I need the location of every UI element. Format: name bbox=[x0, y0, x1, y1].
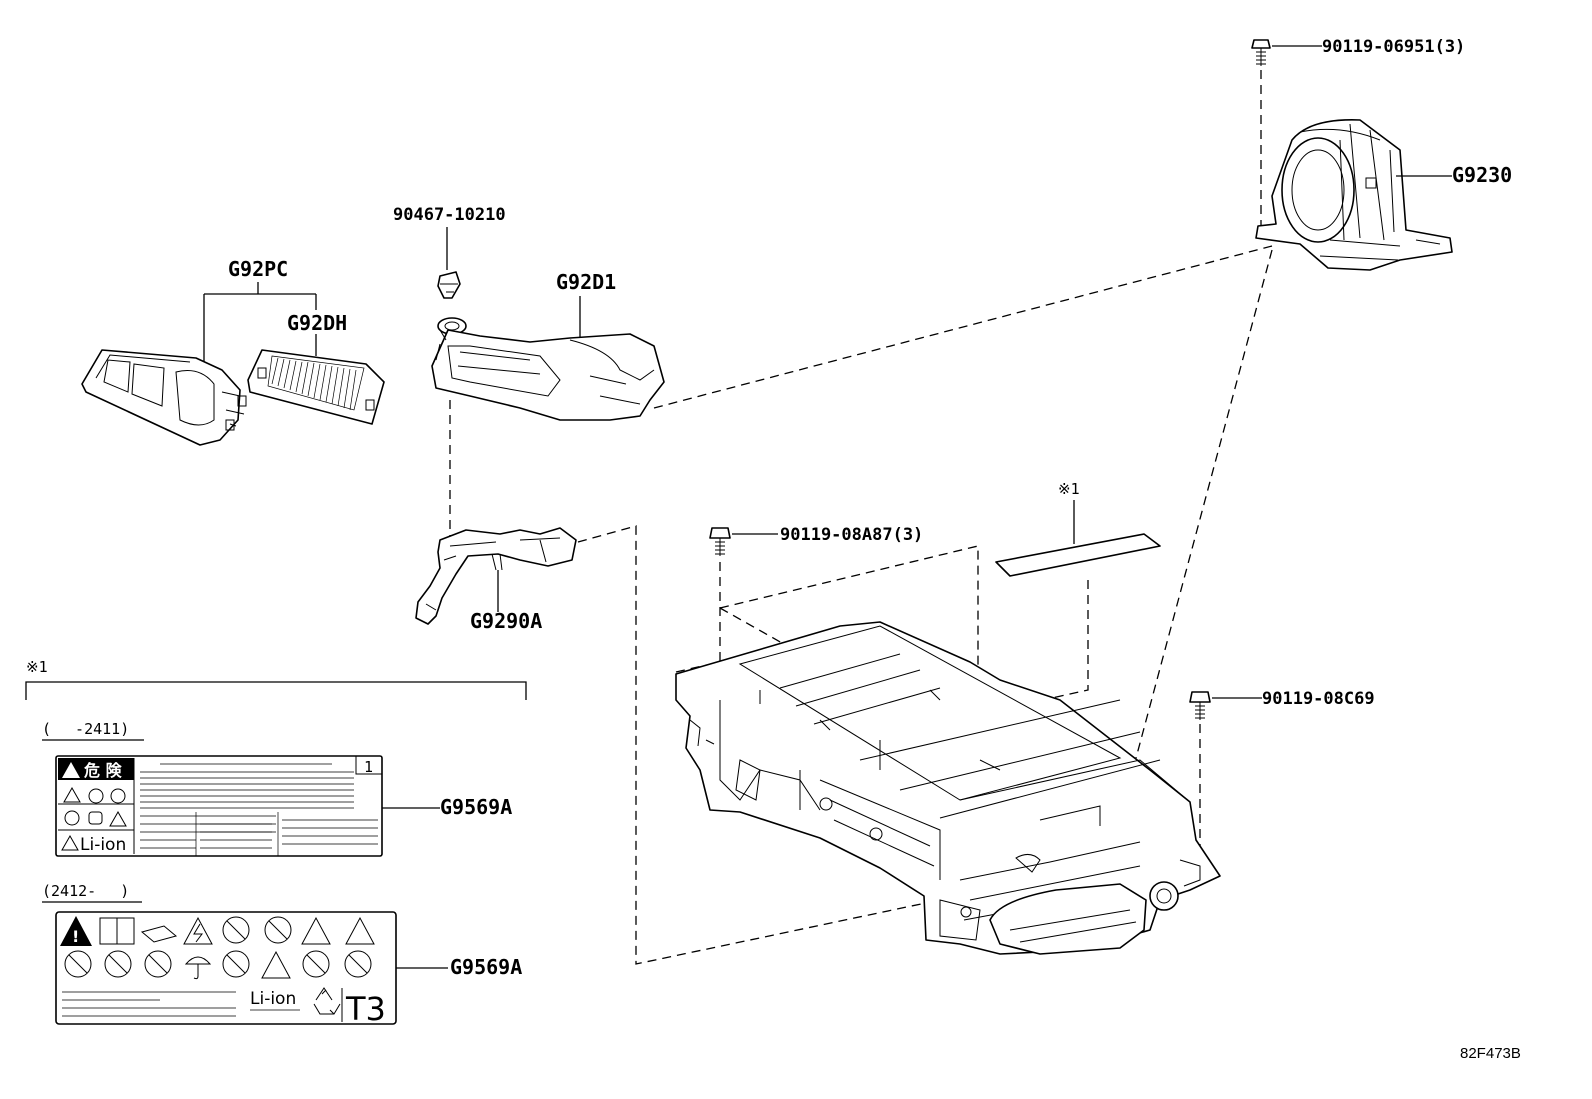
warning-label-early: 危 険 Li-ion 1 bbox=[55, 755, 383, 857]
clip-part-number: 90467-10210 bbox=[393, 205, 506, 225]
bolt-right-part-number: 90119-08C69 bbox=[1262, 689, 1375, 709]
electric-shock-icon bbox=[183, 916, 213, 945]
g92d1-label: G92D1 bbox=[556, 270, 616, 294]
label-corner-number: 1 bbox=[364, 758, 373, 776]
g92d1-label-group: G92D1 bbox=[556, 270, 616, 340]
label-part-number-late: G9569A bbox=[450, 955, 522, 979]
diagram-code: 82F473B bbox=[1460, 1045, 1521, 1062]
g9290a-part bbox=[415, 527, 577, 625]
no-crush-icon bbox=[344, 950, 372, 978]
note-section-mark: ※1 bbox=[26, 658, 48, 676]
g92dh-part bbox=[247, 349, 385, 425]
li-ion-text-late: Li-ion bbox=[250, 989, 296, 1009]
g92dh-label: G92DH bbox=[287, 311, 347, 335]
bolt-right-group: 90119-08C69 bbox=[1189, 689, 1375, 872]
hand-icon bbox=[140, 925, 178, 943]
warning-label-early-group: ( -2411) 危 険 Li-ion 1 bbox=[42, 720, 512, 857]
g92d1-part bbox=[431, 329, 665, 421]
svg-text:!: ! bbox=[72, 927, 79, 946]
warning-triangle-icon bbox=[63, 786, 81, 803]
no-smoking-icon bbox=[264, 916, 292, 944]
warning-label-late: ! bbox=[55, 911, 397, 1028]
g9230-label: G9230 bbox=[1452, 163, 1512, 187]
danger-triangle-icon-late bbox=[60, 916, 92, 946]
label-fine-print-early bbox=[140, 763, 378, 856]
warning-label-late-group: (2412- ) ! bbox=[42, 882, 522, 1028]
battery-icon bbox=[88, 811, 103, 825]
g92pc-label: G92PC bbox=[228, 257, 288, 281]
no-short-circuit-icon bbox=[144, 950, 172, 978]
keep-dry-icon bbox=[184, 956, 212, 980]
bolt-top-part-number: 90119-06951(3) bbox=[1322, 37, 1465, 57]
danger-triangle-icon bbox=[62, 762, 80, 778]
corrosive-icon bbox=[261, 950, 291, 979]
no-open-flame-icon bbox=[222, 916, 250, 944]
protective-equipment-icon bbox=[110, 788, 126, 804]
label-fine-print-late bbox=[62, 991, 300, 1017]
sticker-note-mark: ※1 bbox=[1058, 480, 1080, 498]
explosion-icon bbox=[64, 810, 80, 826]
clip-part bbox=[437, 271, 467, 335]
g9230-part bbox=[1255, 119, 1453, 271]
no-fire-icon bbox=[88, 788, 104, 804]
li-ion-warning-icon bbox=[61, 834, 79, 851]
g92pc-part bbox=[81, 349, 247, 446]
g9230-label-group: G9230 bbox=[1396, 163, 1512, 187]
bolt-top-icon bbox=[1251, 39, 1271, 66]
hv-battery-assembly bbox=[675, 545, 1221, 955]
recycle-icon bbox=[313, 987, 341, 1015]
label-code-text: T3 bbox=[345, 990, 386, 1028]
bolt-mid-icon bbox=[709, 527, 731, 556]
bolt-top-group: 90119-06951(3) bbox=[1251, 37, 1465, 232]
flammable-icon bbox=[301, 916, 331, 945]
danger-text: 危 険 bbox=[84, 761, 123, 780]
g92pc-label-group: G92PC G92DH bbox=[203, 257, 347, 372]
no-touch-icon bbox=[104, 950, 132, 978]
bolt-right-icon bbox=[1189, 691, 1211, 720]
range-early-label: ( -2411) bbox=[42, 720, 129, 738]
li-ion-text-early: Li-ion bbox=[80, 835, 126, 855]
bolt-mid-part-number: 90119-08A87(3) bbox=[780, 525, 923, 545]
clip-label-group: 90467-10210 bbox=[393, 205, 506, 270]
g9290a-label: G9290A bbox=[470, 609, 542, 633]
no-water-icon bbox=[302, 950, 330, 978]
range-late-label: (2412- ) bbox=[42, 882, 129, 900]
note-section: ※1 bbox=[25, 658, 527, 700]
no-heat-icon bbox=[222, 950, 250, 978]
caution-icon bbox=[109, 810, 127, 827]
explosive-icon bbox=[345, 916, 375, 945]
no-disassemble-icon bbox=[64, 950, 92, 978]
label-part-number-early: G9569A bbox=[440, 795, 512, 819]
